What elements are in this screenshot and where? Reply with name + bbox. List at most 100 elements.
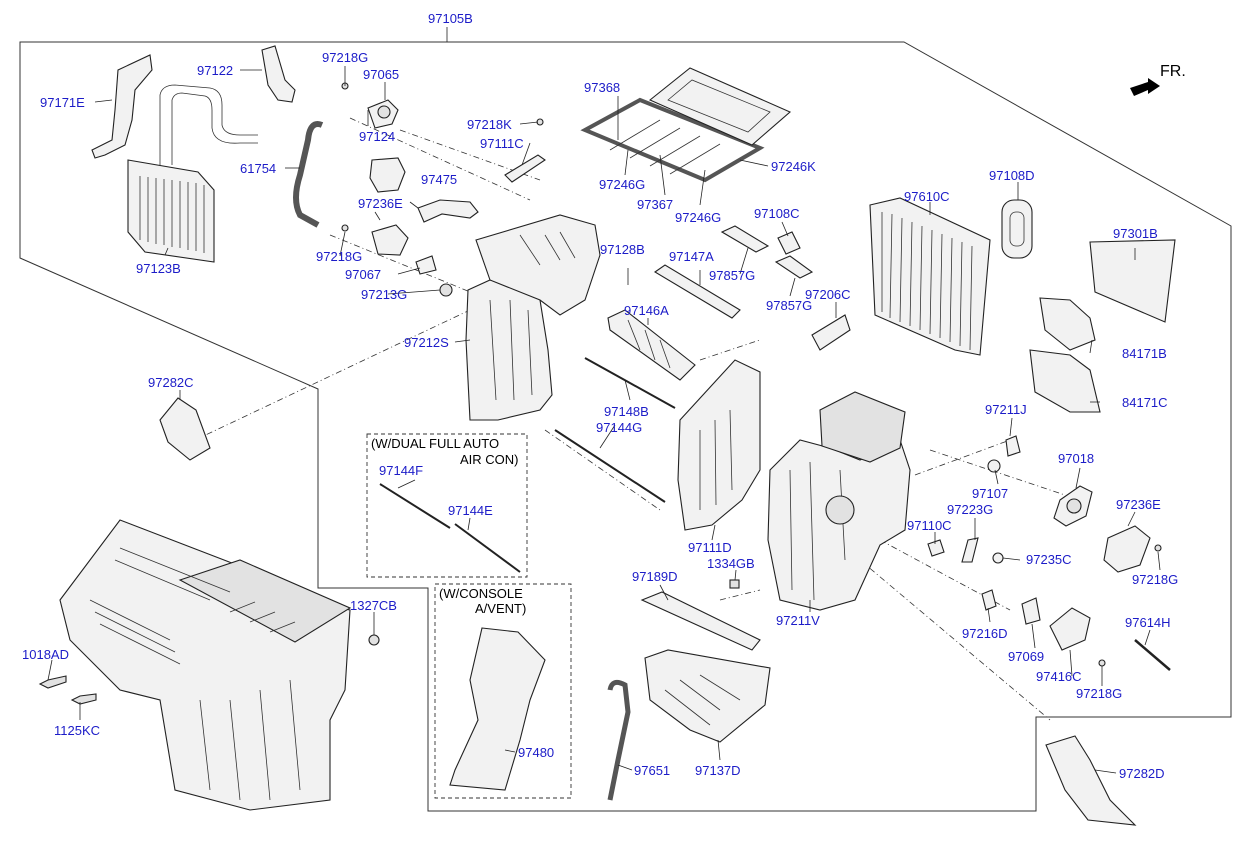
part-97282d-duct	[1045, 735, 1137, 826]
part-97211v-main-housing	[767, 391, 911, 611]
label-84171b: 84171B	[1122, 346, 1167, 361]
label-97218g-1: 97218G	[322, 50, 368, 65]
part-97069-clip	[1021, 597, 1041, 625]
label-97144f: 97144F	[379, 463, 423, 478]
part-97857g-pad-2	[774, 255, 814, 279]
part-84171b-insulation	[1039, 297, 1096, 351]
part-97211j-clip	[1005, 435, 1021, 457]
label-97857g-2: 97857G	[766, 298, 812, 313]
label-97651: 97651	[634, 763, 670, 778]
label-97110c: 97110C	[907, 518, 952, 533]
label-97218g-3: 97218G	[1132, 572, 1178, 587]
part-84171c-insulation	[1029, 349, 1101, 413]
part-97223g-lever	[961, 537, 979, 563]
part-97480-duct	[449, 627, 546, 791]
part-97107-cap	[987, 459, 1001, 473]
part-97235c-cap	[992, 552, 1004, 564]
part-97651-hose	[607, 679, 631, 801]
part-1018ad-bolt	[38, 675, 67, 689]
part-97123b-heater-core	[127, 159, 215, 263]
label-97108d: 97108D	[989, 168, 1035, 183]
part-97213g-clip	[415, 255, 437, 275]
label-97213g: 97213G	[361, 287, 407, 302]
part-97610c-evaporator	[869, 197, 991, 356]
label-97235c: 97235C	[1026, 552, 1072, 567]
label-97236e-1: 97236E	[358, 196, 403, 211]
part-97216d-clip	[981, 589, 997, 611]
part-61754-hose	[293, 121, 324, 228]
label-leaders	[47, 66, 1161, 774]
label-1125kc: 1125KC	[54, 723, 100, 738]
label-97065: 97065	[363, 67, 399, 82]
part-97111d-center-case	[677, 359, 761, 531]
label-84171c: 84171C	[1122, 395, 1168, 410]
label-97206c: 97206C	[805, 287, 851, 302]
label-97105b: 97105B	[428, 11, 473, 26]
part-97475-duct	[417, 199, 479, 223]
part-97171e-bracket	[91, 54, 153, 159]
label-97144e: 97144E	[448, 503, 493, 518]
label-97123b: 97123B	[136, 261, 181, 276]
label-97137d: 97137D	[695, 763, 741, 778]
label-97614h: 97614H	[1125, 615, 1171, 630]
filter-frame-inner	[667, 79, 771, 133]
label-97128b: 97128B	[600, 242, 645, 257]
part-97236e-actuator-left	[369, 157, 406, 193]
part-97144e-rod	[454, 523, 521, 573]
label-97069: 97069	[1008, 649, 1044, 664]
label-97211j: 97211J	[985, 402, 1027, 417]
label-97282c: 97282C	[148, 375, 194, 390]
label-97610c: 97610C	[904, 189, 950, 204]
assembled-hvac-unit	[59, 519, 352, 811]
part-97018-motor	[1053, 485, 1093, 527]
part-97111c-clip	[504, 154, 546, 183]
console-vent-note-line1: (W/CONSOLE	[439, 586, 523, 601]
label-97236e-2: 97236E	[1116, 497, 1161, 512]
part-97614h-sensor	[1134, 639, 1171, 671]
label-97218k: 97218K	[467, 117, 512, 132]
part-97236e-actuator-right	[1103, 525, 1151, 573]
heater-core-pipes	[159, 84, 258, 165]
label-97067: 97067	[345, 267, 381, 282]
label-97216d: 97216D	[962, 626, 1008, 641]
label-97475: 97475	[421, 172, 457, 187]
part-1327cb-nut	[368, 634, 380, 646]
gasket-set	[580, 97, 765, 183]
label-97144g: 97144G	[596, 420, 642, 435]
label-97218g-4: 97218G	[1076, 686, 1122, 701]
dual-auto-note-line1: (W/DUAL FULL AUTO	[371, 436, 499, 451]
part-97212s-case	[465, 279, 553, 421]
part-97146a-door	[607, 309, 696, 381]
part-97206c-bracket	[811, 314, 851, 351]
label-97218g-2: 97218G	[316, 249, 362, 264]
dual-auto-option-box	[366, 433, 528, 578]
dual-auto-note-line2: AIR CON)	[460, 452, 519, 467]
assembly-boundary	[19, 41, 1232, 812]
label-61754: 61754	[240, 161, 276, 176]
label-97301b: 97301B	[1113, 226, 1158, 241]
part-97108c-seal	[777, 231, 801, 255]
part-97857g-pad-1	[720, 225, 770, 253]
part-97110c-cap	[927, 539, 945, 557]
part-97282c-duct	[159, 397, 211, 461]
label-97124: 97124	[359, 129, 395, 144]
label-97211v: 97211V	[776, 613, 820, 628]
part-97108d-seal-ring	[1001, 199, 1033, 259]
part-97137d-lower-case	[644, 649, 771, 743]
part-97067-actuator	[371, 224, 409, 256]
part-97416c-actuator	[1049, 607, 1091, 651]
part-97301b-pad	[1089, 239, 1176, 323]
label-97246k: 97246K	[771, 159, 816, 174]
label-97171e: 97171E	[40, 95, 85, 110]
label-1018ad: 1018AD	[22, 647, 69, 662]
screw-parts	[341, 82, 1162, 667]
option-notes: (W/DUAL FULL AUTO AIR CON) (W/CONSOLE A/…	[371, 436, 526, 616]
label-97480: 97480	[518, 745, 554, 760]
part-number-labels: 97105B 97171E 97122 97218G 97065 97124 6…	[22, 11, 1178, 781]
part-97065-actuator	[367, 99, 399, 129]
part-97144g-rod	[554, 429, 666, 503]
label-97111d: 97111D	[688, 540, 732, 555]
label-97282d: 97282D	[1119, 766, 1165, 781]
label-97367: 97367	[637, 197, 673, 212]
part-97148b-rod	[584, 357, 676, 409]
